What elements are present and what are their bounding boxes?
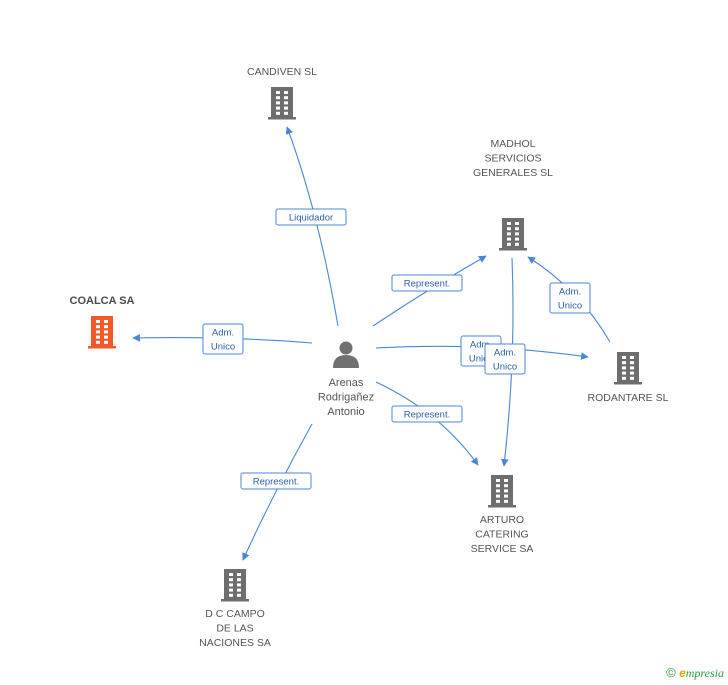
company-name-line: SERVICIOS	[485, 153, 542, 165]
edge-label-box	[275, 208, 347, 226]
node-candiven[interactable]: CANDIVEN SL	[247, 66, 317, 120]
edge-label-person-to-arturo[interactable]: Represent.	[391, 405, 463, 423]
edge-label-madhol-to-arturo[interactable]: Adm. Unico	[484, 343, 526, 375]
node-arturo[interactable]: ARTURO CATERING SERVICE SA	[471, 475, 534, 555]
brand-name: mpresia	[685, 666, 724, 680]
company-name-line: SERVICE SA	[471, 543, 534, 555]
edge-label-person-to-candiven[interactable]: Liquidador	[275, 208, 347, 226]
edge-label-box	[549, 282, 591, 314]
company-name-line: GENERALES SL	[473, 167, 553, 179]
edge-person-to-arturo	[375, 381, 479, 466]
edge-label-text: Represent.	[253, 477, 299, 488]
edge-label-box	[484, 343, 526, 375]
edge-label-text: Unico	[558, 301, 582, 312]
edge-label-box	[391, 274, 463, 292]
edge-label-box	[202, 323, 244, 355]
edge-person-to-dccampo	[242, 423, 313, 561]
person-icon	[333, 341, 359, 368]
building-icon	[221, 569, 249, 602]
node-madhol[interactable]: MADHOL SERVICIOS GENERALES SL	[473, 138, 553, 251]
company-name-line: DE LAS	[216, 623, 253, 635]
edge-label-text: Unico	[469, 354, 493, 365]
company-name-line: CANDIVEN SL	[247, 66, 317, 78]
company-name-line: MADHOL	[491, 138, 536, 150]
company-name-line: ARTURO	[480, 514, 524, 526]
company-name-line: NACIONES SA	[199, 637, 271, 649]
person-name-line: Arenas	[329, 377, 364, 389]
edge-label-text: Unico	[493, 362, 517, 373]
edge-label-rodantare-to-madhol[interactable]: Adm. Unico	[549, 282, 591, 314]
edge-person-to-candiven	[285, 126, 339, 327]
company-name-line: COALCA SA	[70, 295, 135, 307]
edge-label-box	[391, 405, 463, 423]
edge-label-text: Adm.	[470, 340, 492, 351]
edge-label-person-to-madhol[interactable]: Represent.	[391, 274, 463, 292]
edge-label-text: Unico	[211, 342, 235, 353]
edge-label-text: Represent.	[404, 410, 450, 421]
edge-label-person-to-dccampo[interactable]: Represent.	[240, 472, 312, 490]
edge-label-text: Represent.	[404, 279, 450, 290]
edge-label-box	[240, 472, 312, 490]
building-icon	[88, 316, 116, 349]
company-name-line: CATERING	[475, 529, 528, 541]
person-name-line: Rodrigañez	[318, 392, 374, 404]
node-rodantare[interactable]: RODANTARE SL	[588, 352, 669, 404]
person-name-line: Antonio	[327, 406, 364, 418]
building-icon	[499, 218, 527, 251]
node-coalca[interactable]: COALCA SA	[70, 295, 135, 349]
brand-footer[interactable]: © empresia	[666, 665, 724, 681]
company-name-line: D C CAMPO	[205, 608, 265, 620]
edge-label-text: Liquidador	[289, 213, 333, 224]
company-name-line: RODANTARE SL	[588, 392, 669, 404]
node-dccampo[interactable]: D C CAMPO DE LAS NACIONES SA	[199, 569, 271, 649]
edge-label-text: Adm.	[494, 348, 516, 359]
edge-label-text: Adm.	[212, 328, 234, 339]
building-icon	[268, 87, 296, 120]
building-icon	[488, 475, 516, 508]
copyright-symbol: ©	[666, 665, 676, 680]
edge-label-person-to-coalca[interactable]: Adm. Unico	[202, 323, 244, 355]
edge-label-text: Adm.	[559, 287, 581, 298]
building-icon	[614, 352, 642, 385]
brand-initial: e	[679, 666, 686, 680]
